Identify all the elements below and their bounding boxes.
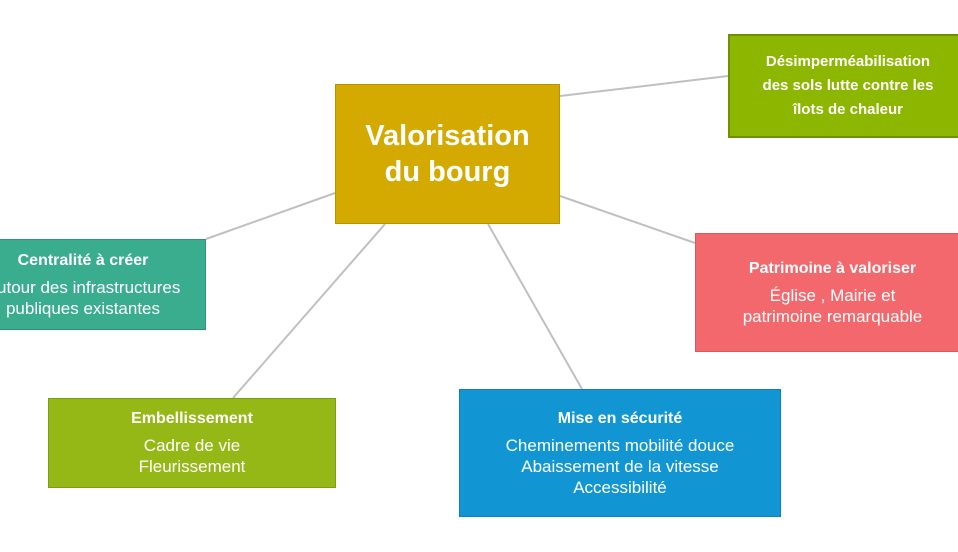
node-embellissement: Embellissement Cadre de vie Fleurissemen… — [48, 398, 336, 488]
embellissement-line1: Cadre de vie — [143, 436, 241, 455]
securite-line1: Cheminements mobilité douce — [505, 435, 735, 455]
connector-embellissement — [232, 223, 386, 399]
patrimoine-line2: patrimoine remarquable — [742, 306, 923, 326]
connector-desimpermeabilisation — [559, 75, 729, 97]
connector-patrimoine — [559, 195, 696, 244]
centralite-title: Centralité à créer — [17, 251, 149, 269]
centralite-line1: Autour des infrastructures — [0, 277, 181, 297]
securite-title: Mise en sécurité — [557, 409, 683, 427]
center-title-line1: Valorisation — [365, 120, 530, 152]
connector-centralite — [205, 192, 336, 240]
embellissement-line2: Fleurissement — [138, 457, 246, 476]
patrimoine-line1: Église , Mairie et — [769, 285, 896, 305]
embellissement-title: Embellissement — [131, 410, 253, 427]
node-desimpermeabilisation: Désimperméabilisation des sols lutte con… — [728, 34, 958, 138]
center-node: Valorisation du bourg — [335, 84, 560, 224]
securite-line3: Accessibilité — [573, 477, 667, 497]
securite-line2: Abaissement de la vitesse — [521, 456, 719, 476]
desimpermeabilisation-line2: des sols lutte contre les — [762, 77, 934, 94]
connector-securite — [487, 223, 583, 390]
node-centralite: Centralité à créer Autour des infrastruc… — [0, 239, 206, 330]
centralite-line2: publiques existantes — [5, 298, 161, 318]
center-title-line2: du bourg — [384, 156, 511, 188]
patrimoine-title: Patrimoine à valoriser — [748, 259, 917, 277]
desimpermeabilisation-line3: îlots de chaleur — [792, 101, 904, 118]
desimpermeabilisation-line1: Désimperméabilisation — [765, 53, 931, 70]
node-securite: Mise en sécurité Cheminements mobilité d… — [459, 389, 781, 517]
node-patrimoine: Patrimoine à valoriser Église , Mairie e… — [695, 233, 958, 352]
